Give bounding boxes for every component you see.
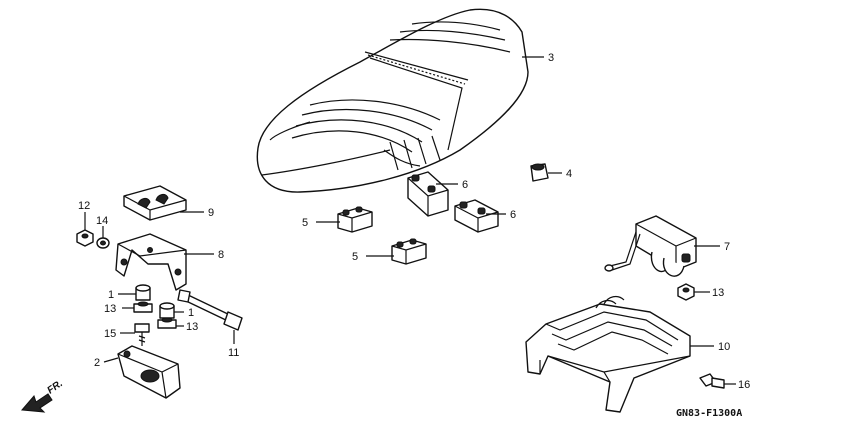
callout-3: 3: [548, 52, 554, 64]
callout-5b: 5: [352, 251, 358, 263]
callout-12: 12: [78, 200, 90, 212]
seat-bracket-part-7: [604, 215, 697, 277]
nut-part-13b: [157, 317, 177, 329]
rubber-block-part-5a: [337, 206, 373, 233]
callout-labels: 3 4 6 6 5 5 9 12 14 8 1 13 1 13 15 2 11 …: [78, 52, 750, 391]
tray-part-10: [525, 295, 691, 413]
bolt-part-15: [134, 323, 150, 346]
nut-part-12: [76, 229, 94, 247]
collar-part-1b: [159, 302, 175, 319]
front-arrow-icon: [20, 393, 53, 413]
diagram-code: GN83-F1300A: [676, 408, 742, 419]
rubber-block-part-5b: [391, 238, 427, 265]
callout-2: 2: [94, 357, 100, 369]
lower-bracket-part-2: [117, 345, 181, 399]
leader-lines: [84, 56, 736, 385]
callout-1b: 1: [188, 307, 194, 319]
callout-1a: 1: [108, 289, 114, 301]
callout-7: 7: [724, 241, 730, 253]
seat-part: [256, 8, 529, 193]
bracket-part-8: [115, 233, 187, 291]
front-direction-indicator: FR.: [20, 378, 65, 413]
callout-9: 9: [208, 207, 214, 219]
callout-13c: 13: [712, 287, 724, 299]
callout-16: 16: [738, 379, 750, 391]
nut-part-13c: [677, 283, 695, 301]
callout-8: 8: [218, 249, 224, 261]
callout-10: 10: [718, 341, 730, 353]
callout-4: 4: [566, 168, 572, 180]
collar-part-1a: [135, 284, 151, 301]
callout-6b: 6: [510, 209, 516, 221]
nut-part-13a: [133, 301, 153, 313]
washer-part-14: [96, 237, 110, 249]
rubber-block-part-6b: [454, 199, 499, 233]
callout-6a: 6: [462, 179, 468, 191]
long-bolt-part-11: [177, 289, 243, 331]
grommet-part: [530, 163, 549, 182]
rubber-block-part-6a: [407, 171, 449, 217]
callout-11: 11: [228, 347, 239, 359]
callout-13a: 13: [104, 303, 116, 315]
callout-14: 14: [96, 215, 108, 227]
callout-5a: 5: [302, 217, 308, 229]
callout-13b: 13: [186, 321, 198, 333]
callout-15: 15: [104, 328, 116, 340]
bolt-part-16: [699, 373, 725, 389]
pad-part-9: [123, 185, 187, 221]
